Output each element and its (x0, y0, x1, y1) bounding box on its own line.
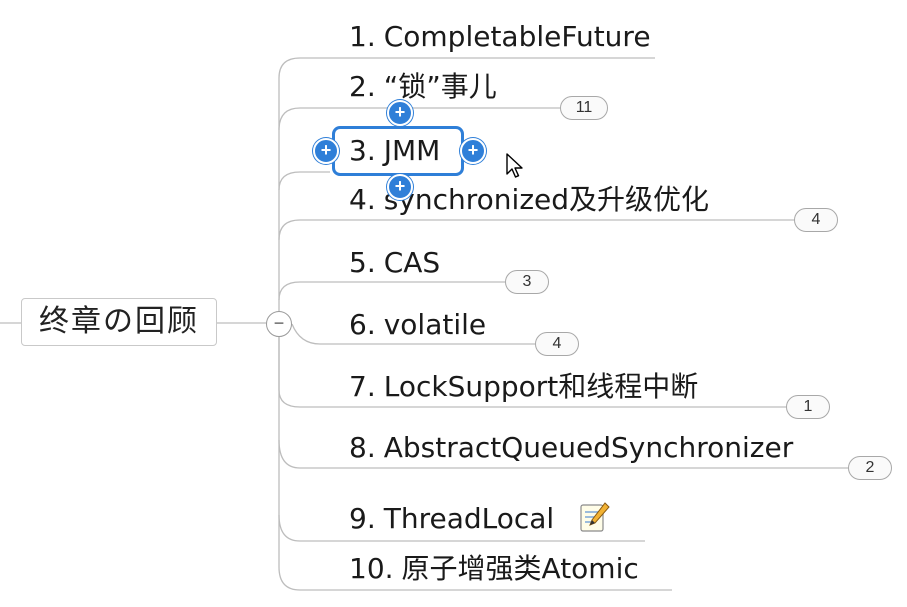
topic-label: 原子增强类Atomic (401, 552, 639, 585)
topic-number: 7. (349, 370, 376, 403)
topic-label: LockSupport和线程中断 (383, 370, 699, 403)
topic-label: synchronized及升级优化 (383, 183, 710, 216)
topic-label: volatile (383, 308, 487, 341)
topic-number: 10. (349, 552, 394, 585)
topic-1[interactable]: 1.CompletableFuture (349, 17, 651, 57)
topic-3[interactable]: 3.JMM (349, 131, 440, 171)
add-subtopic-handle[interactable]: + (460, 138, 486, 164)
topic-8-count-badge[interactable]: 2 (848, 456, 892, 480)
branch-4 (278, 219, 794, 241)
add-parent-handle[interactable]: + (313, 138, 339, 164)
selected-topic-frame (332, 126, 464, 176)
topic-label: “锁”事儿 (383, 70, 497, 103)
branch-3 (278, 171, 330, 191)
topic-number: 6. (349, 308, 376, 341)
topic-10[interactable]: 10.原子增强类Atomic (349, 549, 639, 589)
add-topic-above-handle[interactable]: + (387, 100, 413, 126)
topic-number: 8. (349, 431, 376, 464)
topic-8[interactable]: 8.AbstractQueuedSynchronizer (349, 428, 793, 468)
note-icon[interactable] (577, 500, 611, 534)
topic-label: JMM (383, 134, 441, 167)
topic-number: 3. (349, 134, 376, 167)
topic-label: ThreadLocal (383, 502, 555, 535)
topic-5-count-badge[interactable]: 3 (505, 270, 549, 294)
topic-6[interactable]: 6.volatile (349, 305, 486, 345)
topic-4[interactable]: 4.synchronized及升级优化 (349, 180, 709, 220)
branch-6 (291, 323, 535, 345)
topic-number: 1. (349, 20, 376, 53)
topic-label: CAS (383, 246, 441, 279)
topic-label: CompletableFuture (383, 20, 651, 53)
branch-5 (278, 281, 505, 301)
topic-5[interactable]: 5.CAS (349, 243, 440, 283)
topic-number: 5. (349, 246, 376, 279)
branch-1 (278, 57, 655, 311)
topic-label: AbstractQueuedSynchronizer (383, 431, 794, 464)
topic-7-count-badge[interactable]: 1 (786, 395, 830, 419)
topic-number: 2. (349, 70, 376, 103)
branch-2 (278, 107, 560, 131)
branch-10 (278, 337, 672, 591)
topic-9[interactable]: 9.ThreadLocal (349, 499, 554, 539)
topic-2[interactable]: 2.“锁”事儿 (349, 67, 497, 107)
topic-number: 4. (349, 183, 376, 216)
topic-4-count-badge[interactable]: 4 (794, 208, 838, 232)
add-topic-below-handle[interactable]: + (387, 174, 413, 200)
mouse-cursor-icon (506, 153, 523, 178)
topic-number: 9. (349, 502, 376, 535)
topic-2-count-badge[interactable]: 11 (560, 96, 608, 120)
collapse-button[interactable]: − (266, 311, 292, 337)
topic-6-count-badge[interactable]: 4 (535, 332, 579, 356)
topic-7[interactable]: 7.LockSupport和线程中断 (349, 367, 698, 407)
root-topic[interactable]: 终章の回顾 (21, 298, 217, 346)
